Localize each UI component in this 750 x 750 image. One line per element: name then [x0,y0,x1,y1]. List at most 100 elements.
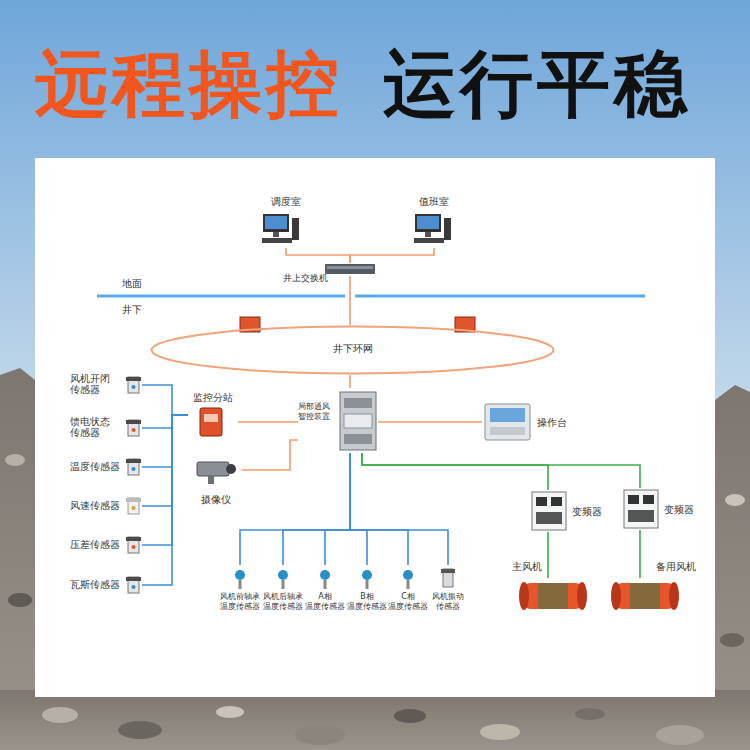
bearing-sensor-icon [278,570,288,589]
node-label: 变频器 [572,506,608,517]
rock [216,706,244,718]
connector-line [286,248,350,263]
screen [265,216,287,229]
connector-line [639,530,641,578]
node-label: 压差传感器 [70,539,124,550]
rock [118,721,162,739]
node-label: C相 温度传感器 [384,592,432,611]
inverter-node: 变频器 [530,490,608,532]
temperature-sensor-icon [403,570,413,589]
sensor-dot [132,545,136,549]
keyboard [262,238,292,243]
node-label: 馈电状态 传感器 [70,416,114,439]
connector-line [362,453,548,490]
node-label: 监控分站 [188,392,238,403]
diagram-panel [35,158,715,697]
node-label: 摄像仪 [190,494,242,505]
console-icon [485,404,530,440]
rock [575,708,605,720]
sensor-icon [126,577,141,593]
node-label: 备用风机 [656,561,706,572]
sensor-cap [126,577,141,581]
connector-line [142,415,188,467]
keyboard [414,238,444,243]
rock [5,454,25,466]
computer-icon [414,214,451,243]
camera-icon [197,462,229,476]
node-label: 风机前轴承 温度传感器 [216,592,264,611]
fan-end [611,582,621,610]
cabinet-panel [344,434,372,444]
connector-line [350,453,448,565]
control-cabinet-icon [340,392,376,450]
switch-node: 井上交换机 [283,263,378,276]
node-label: 操作台 [537,417,577,429]
camera-node: 摄像仪 [190,458,242,508]
sensor-head [362,570,372,580]
connector-line [349,375,351,388]
node-label: A相 温度传感器 [301,592,349,611]
ground-line [355,295,645,298]
room-node: 值班室 [398,196,470,248]
station-box-icon [200,408,222,436]
inverter-window [643,495,654,504]
sensor-stem [282,580,285,589]
inverter-body [624,490,658,528]
connector-line [325,453,350,565]
station-window [204,414,218,422]
fan-node: 主风机 [518,578,588,614]
inverter-icon [624,490,658,528]
node-label: 局部通风 智控装置 [298,402,338,421]
phase-sensor-node: A相 温度传感器 [301,565,349,635]
connector-line [242,440,298,470]
camera-mount [208,476,214,484]
ring-network: 井下环网 [150,325,555,375]
fan-body [616,583,674,609]
sensor-cap [126,377,141,381]
sensor-node: 温度传感器 [70,452,142,482]
rock [656,725,704,745]
sensor-dot [132,385,136,389]
inverter-window [536,497,547,506]
fan-end [519,582,529,610]
stand [425,232,431,237]
sensor-cap [126,537,141,541]
level-label: 地面 [122,278,142,289]
fan-icon [611,582,679,610]
sensor-head [278,570,288,580]
sensor-node: 风机开闭 传感器 [70,370,142,400]
sensor-cap [126,459,141,463]
rock [8,593,32,607]
node-label: 风机开闭 传感器 [70,373,114,396]
fan-icon [519,582,587,610]
inverter-panel [628,510,654,522]
fan-body [524,583,582,609]
station-node: 监控分站 [188,390,238,440]
computer-icon [262,214,299,243]
banner-slogan: 运行平稳 [383,40,691,128]
sensor-cap [441,569,455,573]
connector-line [349,276,351,325]
level-label: 井下 [122,304,142,315]
connector-line [142,415,188,585]
screen [417,216,439,229]
sensor-dot [132,585,136,589]
rock [295,725,345,745]
banner-title: 远程操控 [35,40,343,128]
inverter-window [551,497,562,506]
sensor-cap [126,498,141,502]
fan-end [669,582,679,610]
node-label: 风速传感器 [70,500,124,511]
connector-line [142,415,188,506]
monitor [263,214,289,232]
bearing-sensor-node: 风机后轴承 温度传感器 [259,565,307,635]
sensor-dot [132,467,136,471]
node-label: B相 温度传感器 [343,592,391,611]
connector-line [350,453,367,565]
node-label: 调度室 [250,196,322,208]
temperature-sensor-icon [320,570,330,589]
phase-sensor-node: C相 温度传感器 [384,565,432,635]
fan-node: 备用风机 [610,578,680,614]
fan-band [630,583,660,609]
